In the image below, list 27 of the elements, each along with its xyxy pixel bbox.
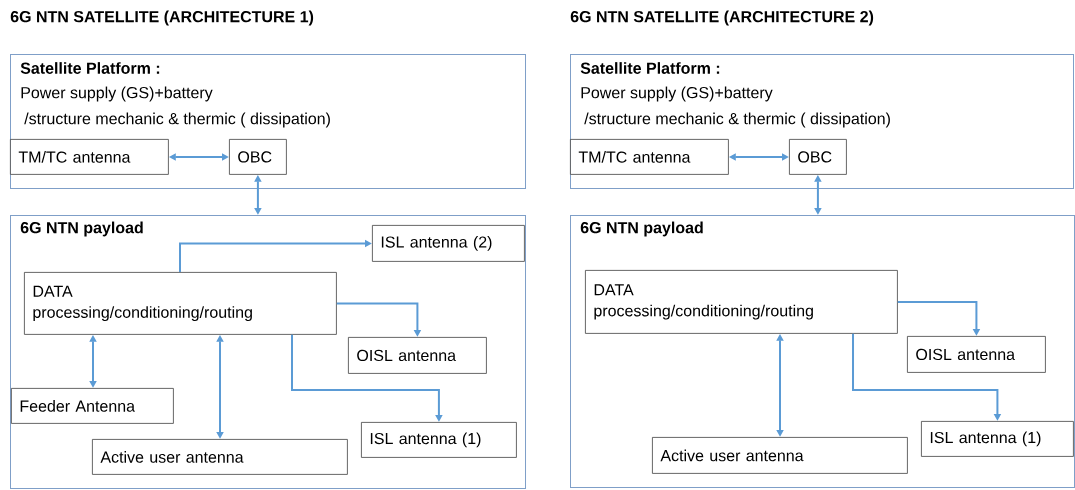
component-box: ISL antenna (1) (921, 421, 1074, 457)
panel-heading: 6G NTN payload (20, 221, 143, 237)
component-box: OISL antenna (907, 336, 1046, 373)
description-text: /structure mechanic & thermic ( dissipation) (24, 112, 330, 128)
component-box: ISL antenna (1) (361, 422, 517, 458)
panel-box (10, 54, 526, 189)
component-box: OBC (789, 139, 847, 175)
panel-heading: 6G NTN payload (580, 221, 703, 237)
component-box: TM/TC antenna (10, 139, 169, 175)
panel-box (570, 54, 1074, 189)
component-box: ISL antenna (2) (372, 225, 525, 262)
component-box: OISL antenna (348, 337, 487, 374)
description-text: Power supply (GS)+battery (581, 86, 773, 102)
panel-heading: Satellite Platform : (580, 62, 720, 74)
component-box: DATA processing/conditioning/routing (585, 270, 898, 334)
component-box: TM/TC antenna (570, 139, 729, 175)
section-heading: 6G NTN SATELLITE (ARCHITECTURE 2) (570, 10, 874, 26)
component-box: Active user antenna (92, 439, 348, 475)
section-heading: 6G NTN SATELLITE (ARCHITECTURE 1) (10, 10, 314, 26)
description-text: /structure mechanic & thermic ( dissipation) (584, 112, 890, 128)
panel-heading: Satellite Platform : (20, 62, 160, 74)
component-box: DATA processing/conditioning/routing (24, 272, 337, 335)
component-box: Active user antenna (652, 437, 908, 474)
panel-box (10, 215, 526, 489)
component-box: OBC (229, 139, 287, 175)
component-box: Feeder Antenna (11, 388, 174, 424)
description-text: Power supply (GS)+battery (21, 86, 213, 102)
